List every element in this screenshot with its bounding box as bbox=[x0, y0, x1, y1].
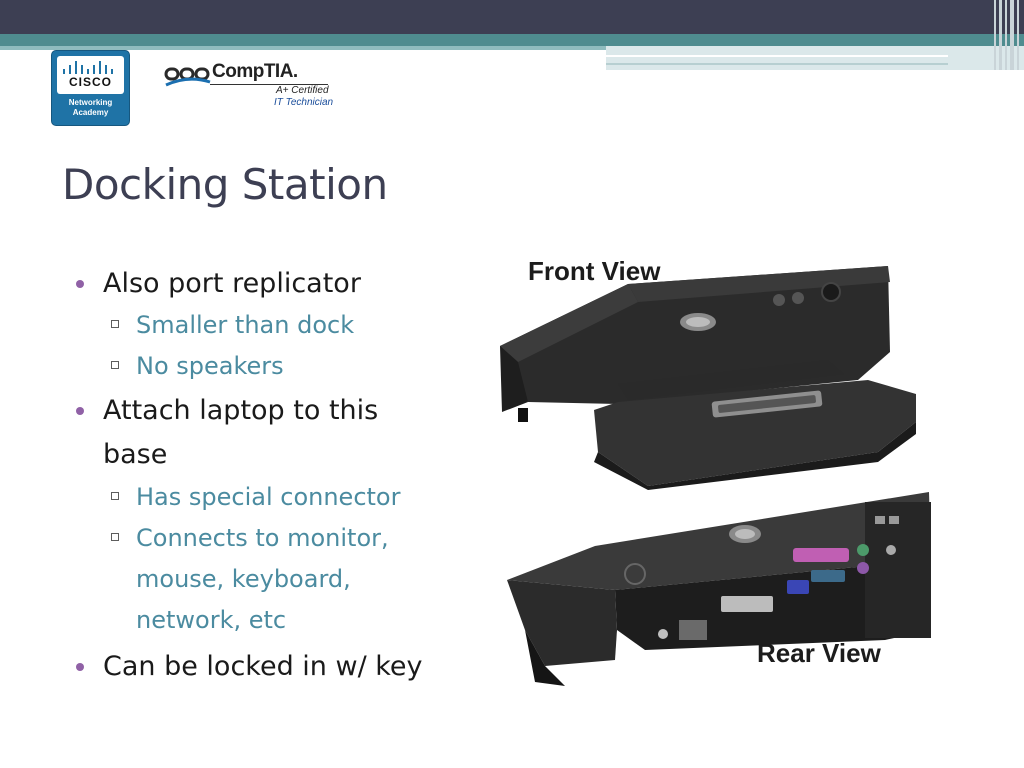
cisco-networking-academy-logo: CISCO Networking Academy bbox=[51, 50, 130, 126]
bullet-item: Can be locked in w/ key bbox=[76, 645, 496, 688]
header-teal-accent bbox=[0, 46, 606, 50]
header-teal-band bbox=[0, 34, 1024, 46]
docking-station-front-image bbox=[500, 266, 916, 490]
sub-bullet-item: No speakers bbox=[76, 346, 496, 387]
bullet-list: Also port replicator Smaller than dock N… bbox=[76, 262, 496, 688]
header-bar bbox=[0, 0, 1024, 34]
academy-label: Networking Academy bbox=[68, 98, 113, 117]
sub-bullet-square-icon bbox=[111, 533, 119, 541]
header-line bbox=[606, 63, 948, 65]
header-stripes bbox=[992, 0, 1024, 70]
comptia-rings-icon bbox=[164, 67, 211, 87]
front-view-label: Front View bbox=[528, 256, 661, 286]
sub-bullet-item: Connects to monitor, mouse, keyboard, ne… bbox=[76, 518, 436, 641]
bullet-dot-icon bbox=[76, 280, 84, 288]
bullet-item: Attach laptop to this base bbox=[76, 389, 443, 477]
sub-bullet-item: Has special connector bbox=[76, 477, 496, 518]
comptia-wordmark: CompTIA. bbox=[212, 61, 298, 82]
sub-bullet-square-icon bbox=[111, 361, 119, 369]
cisco-wordmark: CISCO bbox=[68, 75, 112, 89]
comptia-logo: CompTIA. A+ Certified IT Technician bbox=[164, 60, 334, 115]
slide-title: Docking Station bbox=[62, 160, 388, 209]
bullet-dot-icon bbox=[76, 663, 84, 671]
docking-station-rear-image bbox=[507, 492, 931, 686]
rear-view-label: Rear View bbox=[757, 638, 881, 668]
sub-bullet-square-icon bbox=[111, 320, 119, 328]
header-line bbox=[606, 55, 948, 57]
bullet-item: Also port replicator bbox=[76, 262, 496, 305]
bullet-dot-icon bbox=[76, 407, 84, 415]
certification-label: A+ Certified bbox=[276, 85, 329, 96]
sub-bullet-item: Smaller than dock bbox=[76, 305, 496, 346]
sub-bullet-square-icon bbox=[111, 492, 119, 500]
header-light-panel bbox=[606, 46, 1024, 70]
cisco-bars-icon bbox=[63, 60, 119, 74]
certification-role: IT Technician bbox=[274, 97, 334, 108]
